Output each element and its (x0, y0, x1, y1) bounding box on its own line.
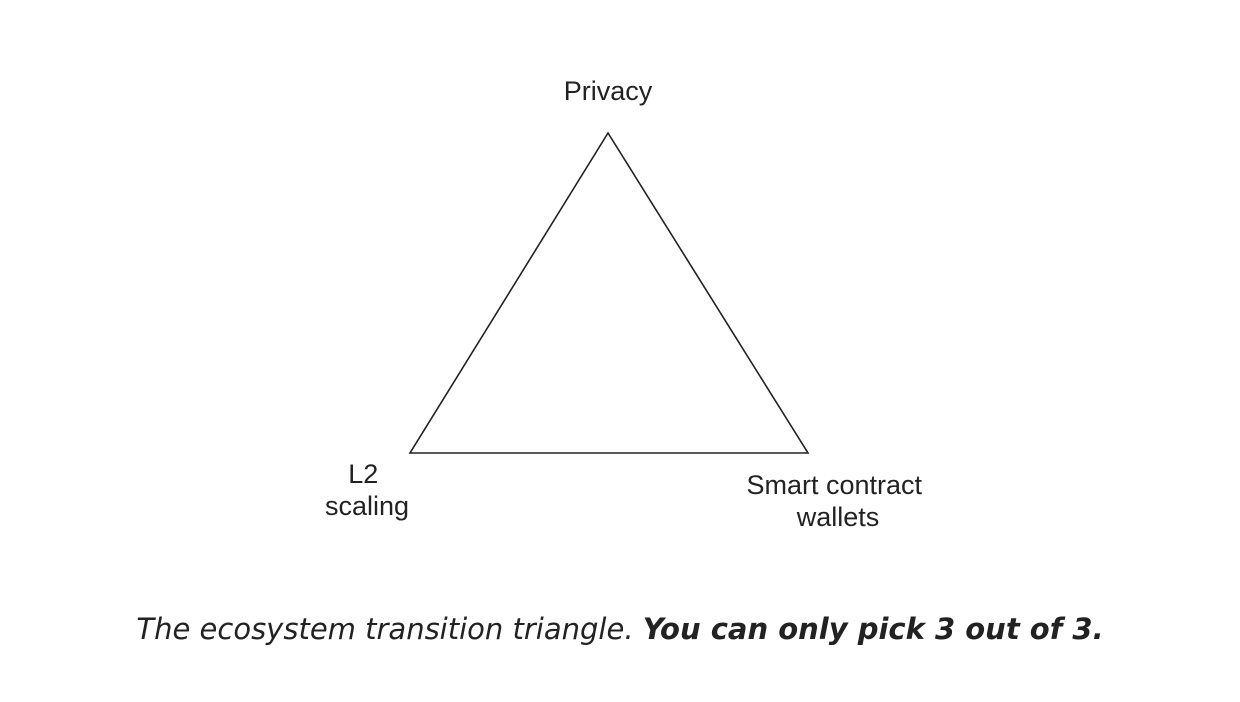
vertex-label-l2-scaling: L2 scaling (325, 459, 409, 521)
caption-text: The ecosystem transition triangle. (136, 612, 634, 646)
vertex-label-privacy: Privacy (564, 76, 653, 106)
vertex-label-smart-contract-wallets: Smart contract wallets (746, 470, 929, 532)
caption-emphasis: You can only pick 3 out of 3. (642, 612, 1104, 646)
transition-triangle (408, 131, 810, 454)
figure-caption: The ecosystem transition triangle. You c… (0, 612, 1240, 646)
